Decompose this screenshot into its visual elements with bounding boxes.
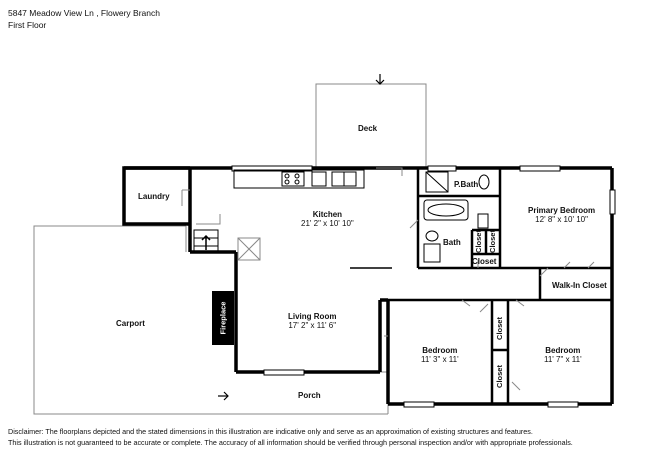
kitchen-counter (233, 169, 365, 189)
doors (181, 167, 595, 391)
room-pbath: P.Bath (454, 180, 479, 189)
room-carport: Carport (116, 319, 145, 328)
bath-door (409, 219, 419, 229)
carport-outline (33, 225, 236, 415)
walkin-door (539, 267, 549, 277)
bed2-window (403, 401, 435, 408)
interior-walls (388, 168, 612, 404)
kitchen-window (231, 165, 313, 172)
fridge-icon (311, 171, 327, 187)
laundry-door (181, 189, 190, 206)
room-closet-bath-a: Closet (473, 230, 483, 253)
address-text: 5847 Meadow View Ln , Flowery Branch (8, 8, 160, 18)
primary-window-top (519, 165, 561, 172)
bath-window (427, 165, 457, 172)
walkin-door-b (563, 261, 595, 269)
room-laundry: Laundry (138, 192, 170, 201)
living-window (263, 369, 305, 376)
bed3-door (515, 299, 525, 307)
deck-door (376, 167, 403, 176)
room-deck: Deck (358, 124, 378, 133)
pbath-sink-icon (477, 213, 489, 229)
stove-icon (281, 171, 305, 187)
bed3-closet-door (511, 381, 521, 391)
room-closet-bed-b: Closet (494, 365, 504, 388)
column-icon (237, 237, 261, 261)
stairs-icon (193, 229, 219, 253)
primary-window-side (609, 189, 616, 215)
room-closet-bed-a: Closet (494, 317, 504, 340)
bed3-window (547, 401, 579, 408)
entry-arrow-icon (375, 74, 385, 85)
room-closet-hall: Closet (472, 257, 497, 266)
vanity-icon (423, 243, 441, 263)
disclaimer-line-2: This illustration is not guaranteed to b… (8, 438, 573, 447)
toilet-bath-icon (425, 230, 439, 242)
bed2-door (461, 299, 471, 307)
laundry-swing (196, 214, 221, 225)
porch-entry-arrow-icon (218, 391, 229, 401)
bath-fixtures (423, 171, 490, 263)
room-closet-bath-b: Closet (487, 230, 497, 253)
room-walkin-closet: Walk-In Closet (552, 281, 607, 290)
disclaimer-line-1: Disclaimer: The floorplans depicted and … (8, 427, 533, 436)
floor-label: First Floor (8, 20, 47, 30)
bathtub-icon (423, 199, 469, 221)
windows (231, 165, 616, 408)
bed2-closet-door (479, 303, 489, 313)
shower-icon (425, 171, 449, 193)
toilet-icon (478, 174, 490, 190)
fireplace: Fireplace (212, 291, 234, 345)
room-bath: Bath (443, 238, 461, 247)
room-porch: Porch (298, 391, 321, 400)
deck-outline (315, 83, 427, 168)
